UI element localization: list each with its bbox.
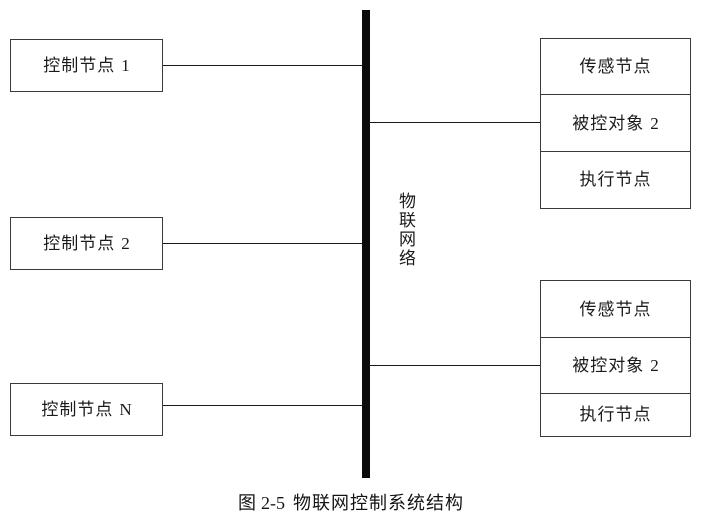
connector-controller-3-to-network bbox=[163, 405, 363, 406]
controlled-object-label-2: 被控对象 2 bbox=[572, 357, 659, 374]
actuator-node-label-1: 执行节点 bbox=[580, 171, 652, 188]
actuator-node-box-1[interactable]: 执行节点 bbox=[541, 152, 690, 207]
controller-node-label-3: 控制节点 N bbox=[41, 401, 131, 418]
sensor-node-name-2: 传感节点 bbox=[579, 299, 652, 319]
controller-node-name-3: 控制节点 bbox=[41, 400, 114, 419]
controller-node-box-3[interactable]: 控制节点 N bbox=[10, 383, 163, 436]
controller-node-index-2: 2 bbox=[121, 234, 130, 253]
controlled-object-box-2[interactable]: 被控对象 2 bbox=[541, 338, 690, 394]
sensor-node-name-1: 传感节点 bbox=[579, 57, 652, 76]
controller-node-box-1[interactable]: 控制节点 1 bbox=[10, 39, 163, 92]
iot-network-bus bbox=[362, 10, 370, 478]
controller-node-index-3: N bbox=[119, 400, 132, 419]
figure-caption-number: 2-5 bbox=[261, 493, 285, 513]
iot-network-label: 物联网络 bbox=[396, 192, 415, 268]
actuator-node-box-2[interactable]: 执行节点 bbox=[541, 394, 690, 435]
sensor-node-label-1: 传感节点 bbox=[580, 58, 652, 75]
connector-controller-2-to-network bbox=[163, 243, 363, 244]
controller-node-name-1: 控制节点 bbox=[43, 56, 116, 75]
sensor-node-box-1[interactable]: 传感节点 bbox=[541, 39, 690, 95]
connector-controller-1-to-network bbox=[163, 65, 363, 66]
actuator-node-label-2: 执行节点 bbox=[580, 406, 652, 423]
controller-node-label-2: 控制节点 2 bbox=[43, 235, 130, 252]
plant-group-2: 传感节点 被控对象 2 执行节点 bbox=[540, 280, 691, 437]
sensor-node-box-2[interactable]: 传感节点 bbox=[541, 281, 690, 338]
controlled-object-name-1: 被控对象 bbox=[572, 113, 645, 133]
sensor-node-label-2: 传感节点 bbox=[580, 301, 652, 318]
connector-network-to-plant-group-2 bbox=[369, 365, 541, 366]
actuator-node-name-2: 执行节点 bbox=[579, 405, 652, 424]
controller-node-index-1: 1 bbox=[121, 56, 130, 75]
controller-node-label-1: 控制节点 1 bbox=[43, 57, 130, 74]
actuator-node-name-1: 执行节点 bbox=[579, 170, 652, 189]
controlled-object-index-2: 2 bbox=[650, 356, 659, 375]
controller-node-name-2: 控制节点 bbox=[43, 234, 116, 253]
controlled-object-name-2: 被控对象 bbox=[572, 356, 645, 375]
figure-caption-title: 物联网控制系统结构 bbox=[293, 493, 464, 513]
figure-caption-prefix: 图 bbox=[238, 493, 257, 513]
controlled-object-index-1: 2 bbox=[650, 113, 659, 133]
connector-network-to-plant-group-1 bbox=[369, 122, 541, 123]
controller-node-box-2[interactable]: 控制节点 2 bbox=[10, 217, 163, 270]
